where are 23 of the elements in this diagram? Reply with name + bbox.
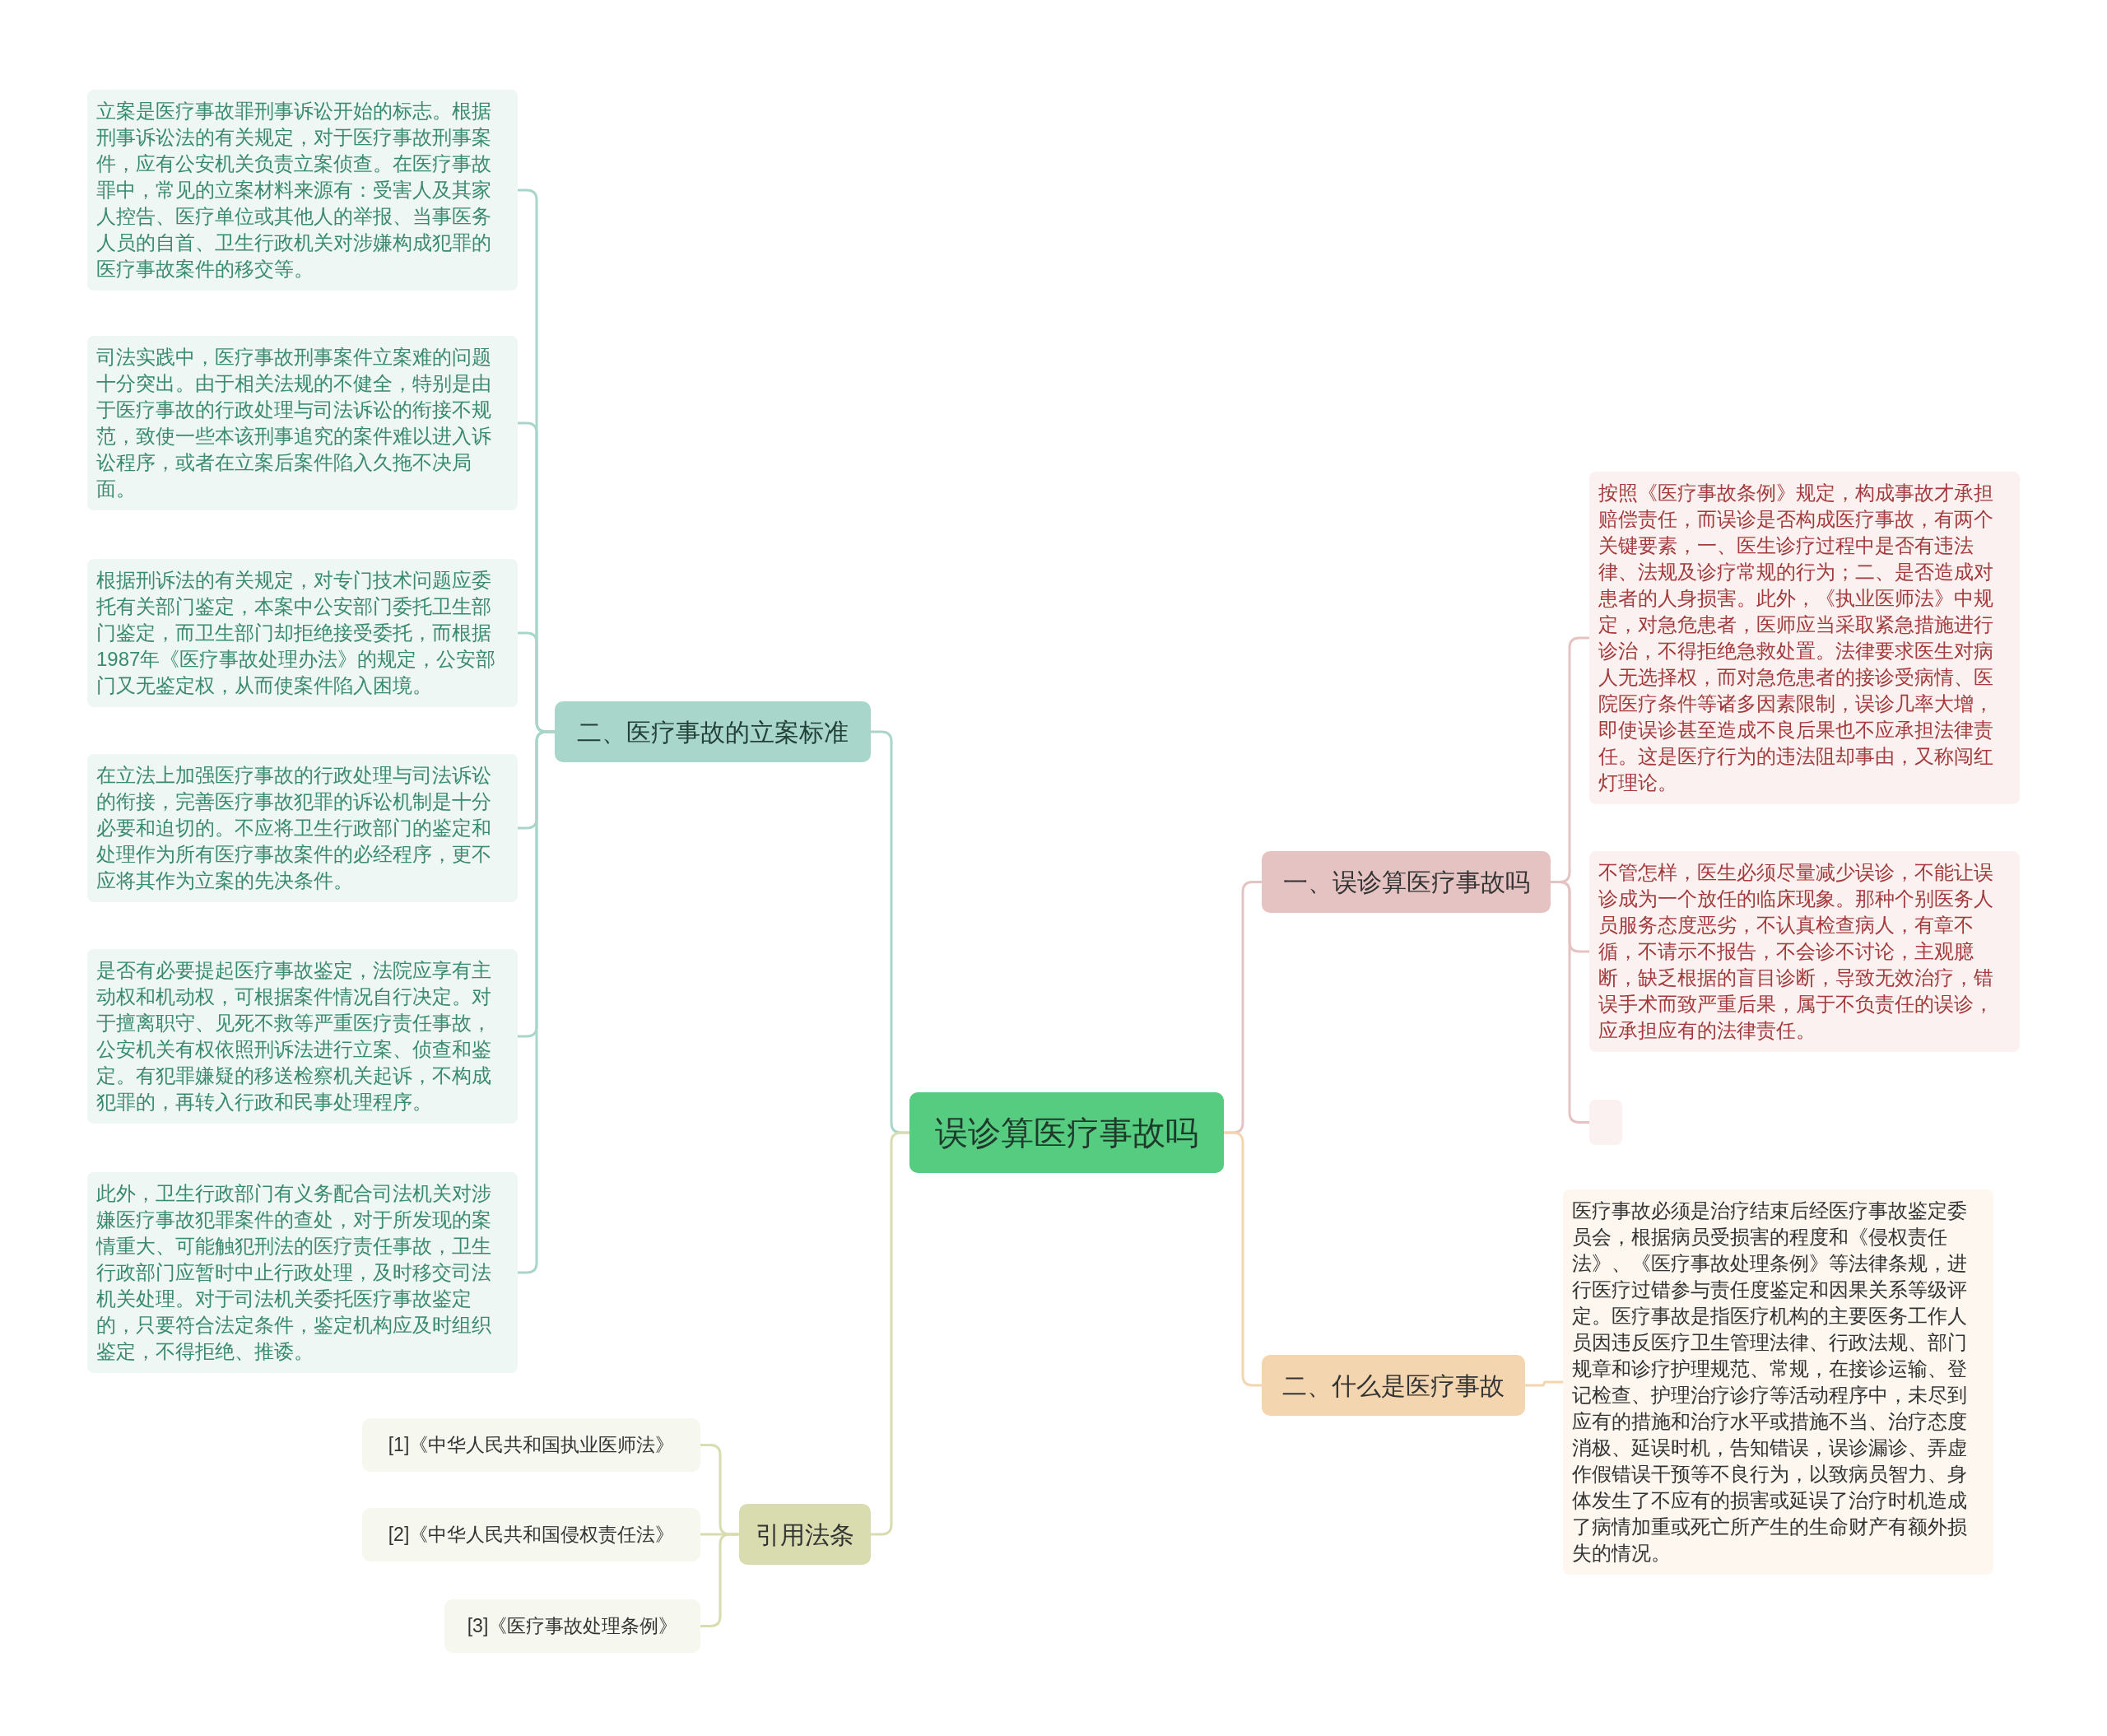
branch-topic: 引用法条 [739,1504,871,1565]
branch-topic: 二、什么是医疗事故 [1262,1355,1525,1416]
reference-card: [2]《中华人民共和国侵权责任法》 [362,1508,700,1561]
central-topic: 误诊算医疗事故吗 [909,1092,1224,1173]
note-card: 不管怎样，医生必须尽量减少误诊，不能让误诊成为一个放任的临床现象。那种个别医务人员服务态度恶劣，不认真检查病人，有章不循，不请示不报告，不会诊不讨论，主观臆断，缺乏根据的盲目诊断，导致无效治疗，错误手术而致严重后果，属于不负责任的误诊，应承担应有的法律责任。 [1589,851,2020,1052]
connector-line [1224,1131,1262,1387]
branch-topic: 二、医疗事故的立案标准 [555,701,871,762]
connector-line [1525,1380,1563,1387]
reference-card: [1]《中华人民共和国执业医师法》 [362,1418,700,1472]
reference-card: [3]《医疗事故处理条例》 [444,1599,700,1653]
branch-topic: 一、误诊算医疗事故吗 [1262,851,1551,913]
note-card: 在立法上加强医疗事故的行政处理与司法诉讼的衔接，完善医疗事故犯罪的诉讼机制是十分必要和迫切的。不应将卫生行政部门的鉴定和处理作为所有医疗事故案件的必经程序，更不应将其作为立案的先决条件。 [87,754,518,902]
note-card: 此外，卫生行政部门有义务配合司法机关对涉嫌医疗事故犯罪案件的查处，对于所发现的案情重大、可能触犯刑法的医疗责任事故，卫生行政部门应暂时中止行政处理，及时移交司法机关处理。对于司法机关委托医疗事故鉴定的，只要符合法定条件，鉴定机构应及时组织鉴定，不得拒绝、推诿。 [87,1172,518,1373]
note-card: 司法实践中，医疗事故刑事案件立案难的问题十分突出。由于相关法规的不健全，特别是由于医疗事故的行政处理与司法诉讼的衔接不规范，致使一些本该刑事追究的案件难以进入诉讼程序，或者在立案后案件陷入久拖不决局面。 [87,336,518,510]
empty-card [1589,1100,1622,1145]
note-card: 是否有必要提起医疗事故鉴定，法院应享有主动权和机动权，可根据案件情况自行决定。对于擅离职守、见死不救等严重医疗责任事故，公安机关有权依照刑诉法进行立案、侦查和鉴定。有犯罪嫌疑的移送检察机关起诉，不构成犯罪的，再转入行政和民事处理程序。 [87,949,518,1124]
note-card: 按照《医疗事故条例》规定，构成事故才承担赔偿责任，而误诊是否构成医疗事故，有两个关键要素，一、医生诊疗过程中是否有违法律、法规及诊疗常规的行为；二、是否造成对患者的人身损害。此外，《执业医师法》中规定，对急危患者，医师应当采取紧急措施进行诊治，不得拒绝急救处置。法律要求医生对病人无选择权，而对急危患者的接诊受病情、医院医疗条件等诸多因素限制，误诊几率大增，即使误诊甚至造成不良后果也不应承担法律责任。这是医疗行为的违法阻却事由，又称闯红灯理论。 [1589,472,2020,804]
note-card: 立案是医疗事故罪刑事诉讼开始的标志。根据刑事诉讼法的有关规定，对于医疗事故刑事案件，应有公安机关负责立案侦查。在医疗事故罪中，常见的立案材料来源有：受害人及其家人控告、医疗单位或其他人的举报、当事医务人员的自首、卫生行政机关对涉嫌构成犯罪的医疗事故案件的移交等。 [87,90,518,291]
note-card: 医疗事故必须是治疗结束后经医疗事故鉴定委员会，根据病员受损害的程度和《侵权责任法》、《医疗事故处理条例》等法律条规，进行医疗过错参与责任度鉴定和因果关系等级评定。医疗事故是指医疗机构的主要医务工作人员因违反医疗卫生管理法律、行政法规、部门规章和诊疗护理规范、常规，在接诊运输、登记检查、护理治疗诊疗等活动程序中，未尽到应有的措施和治疗水平或措施不当、治疗态度消极、延误时机，告知错误，误诊漏诊、弄虚作假错误干预等不良行为，以致病员智力、身体发生了不应有的损害或延误了治疗时机造成了病情加重或死亡所产生的生命财产有额外损失的情况。 [1563,1189,1993,1575]
connector-line [1551,881,1589,1124]
connector-line [700,1533,739,1627]
note-card: 根据刑诉法的有关规定，对专门技术问题应委托有关部门鉴定，本案中公安部门委托卫生部门鉴定，而卫生部门却拒绝接受委托，而根据1987年《医疗事故处理办法》的规定，公安部门又无鉴定权，从而使案件陷入困境。 [87,559,518,707]
connector-line [871,1131,909,1536]
